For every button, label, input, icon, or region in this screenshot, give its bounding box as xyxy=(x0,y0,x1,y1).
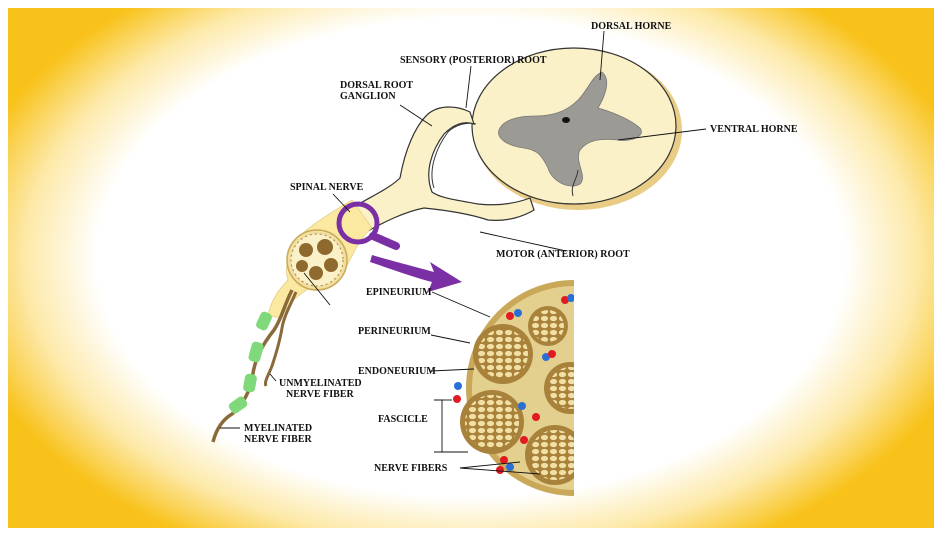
blood-vessel xyxy=(514,309,522,317)
myelin-sheath xyxy=(248,341,265,363)
label-perineurium: PERINEURIUM xyxy=(358,326,431,337)
blood-vessel xyxy=(520,436,528,444)
blood-vessel xyxy=(506,463,514,471)
label-sensory-root: SENSORY (POSTERIOR) ROOT xyxy=(400,55,547,66)
blood-vessel xyxy=(454,382,462,390)
nerve-cross-section-large xyxy=(453,280,682,496)
label-ventral-horne: VENTRAL HORNE xyxy=(710,124,798,135)
blood-vessel xyxy=(518,402,526,410)
blood-vessel xyxy=(506,312,514,320)
myelin-sheath xyxy=(243,373,258,393)
blood-vessel xyxy=(500,456,508,464)
nerve-fibers-axons xyxy=(213,290,296,442)
label-epineurium: EPINEURIUM xyxy=(366,287,432,298)
label-dorsal-root-ganglion-line1: DORSAL ROOT xyxy=(340,80,413,91)
blood-vessel xyxy=(453,395,461,403)
blood-vessel xyxy=(548,350,556,358)
label-nerve-fibers: NERVE FIBERS xyxy=(374,463,448,474)
label-dorsal-root-ganglion-line2: GANGLION xyxy=(340,91,396,102)
label-dorsal-horne: DORSAL HORNE xyxy=(591,21,672,32)
nerve-cross-section-small xyxy=(287,230,347,290)
label-myelinated-line2: NERVE FIBER xyxy=(244,434,312,445)
label-spinal-nerve: SPINAL NERVE xyxy=(290,182,364,193)
blood-vessel xyxy=(496,466,504,474)
label-unmyelinated-line2: NERVE FIBER xyxy=(286,389,354,400)
spinal-cord xyxy=(472,48,682,210)
label-endoneurium: ENDONEURIUM xyxy=(358,366,436,377)
blood-vessel xyxy=(532,413,540,421)
label-fascicle: FASCICLE xyxy=(378,414,428,425)
label-myelinated-line1: MYELINATED xyxy=(244,423,312,434)
label-motor-root: MOTOR (ANTERIOR) ROOT xyxy=(496,249,630,260)
blood-vessel xyxy=(567,294,575,302)
label-unmyelinated-line1: UNMYELINATED xyxy=(279,378,362,389)
